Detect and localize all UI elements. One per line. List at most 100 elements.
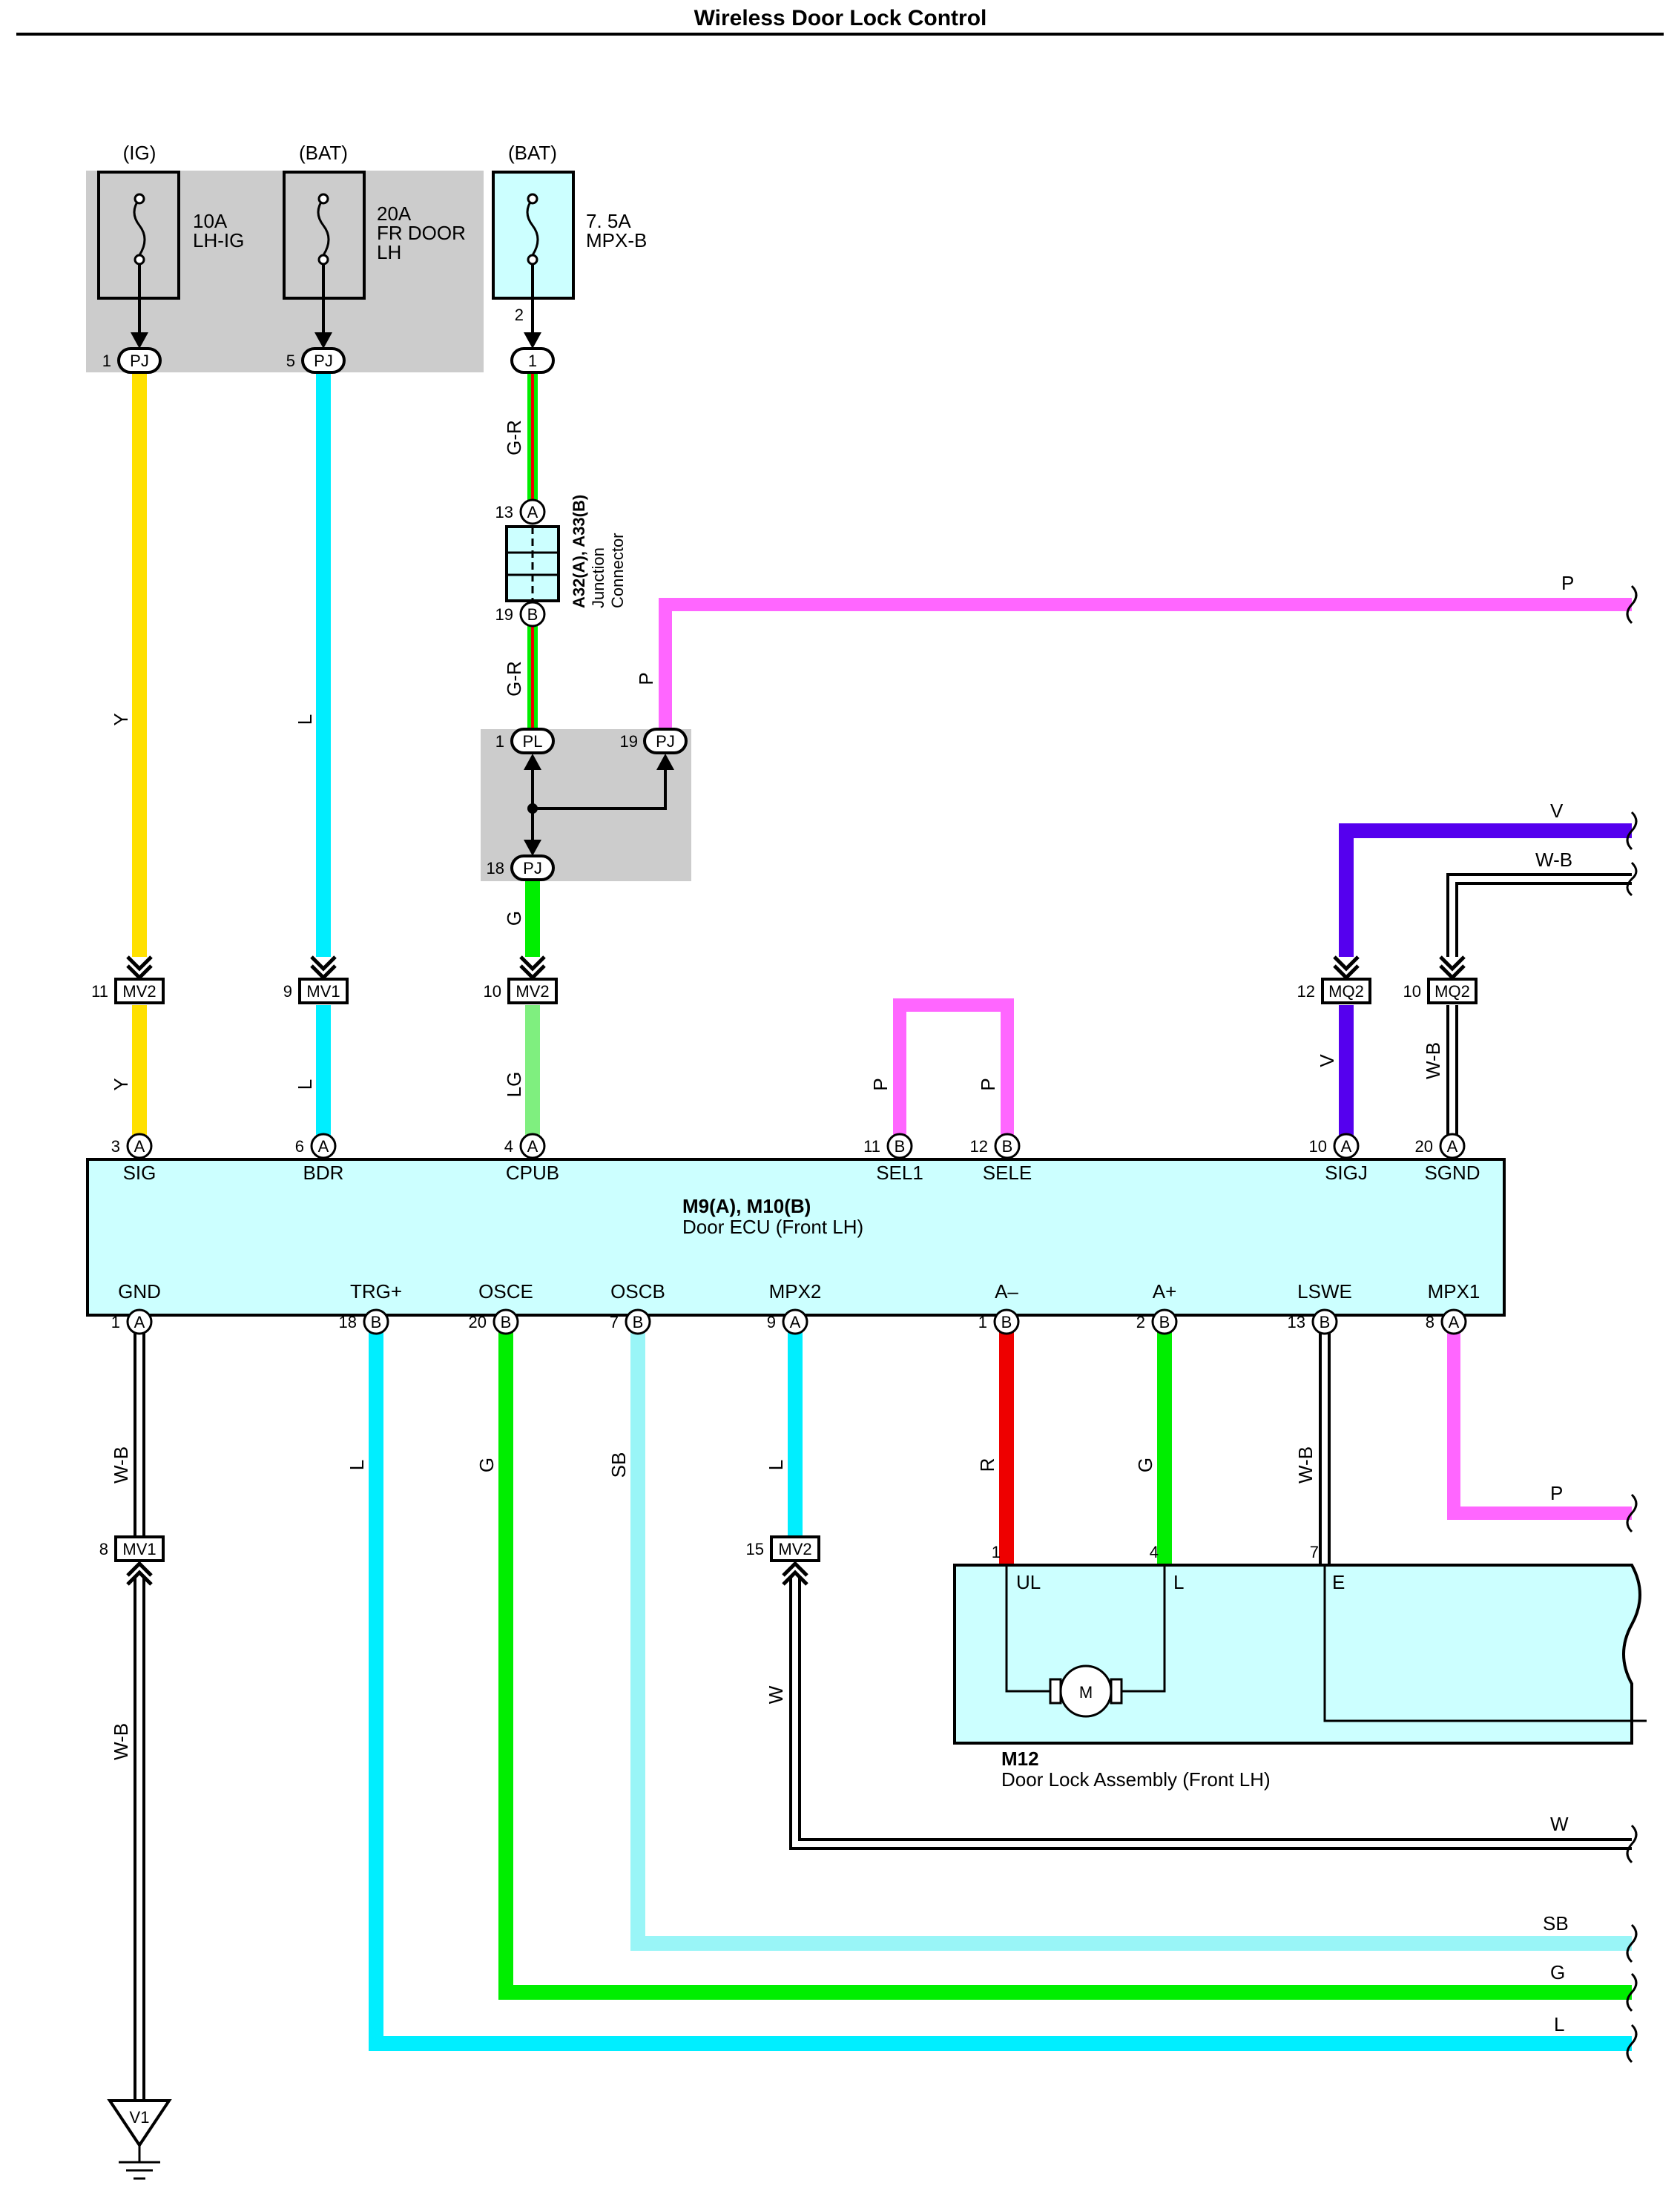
connector-mv1-8: MV1 8	[99, 1535, 165, 1586]
connector-mq2-12: MQ2 12	[1297, 978, 1371, 1004]
svg-text:MQ2: MQ2	[1328, 982, 1364, 1001]
svg-text:E: E	[1332, 1571, 1345, 1593]
svg-text:B: B	[633, 1313, 644, 1331]
svg-text:PL: PL	[523, 732, 543, 751]
ecu-bottom-terminal-oscb: OSCB B 7	[610, 1280, 665, 1335]
ecu-top-terminal-sel1: B 11 SEL1	[863, 1133, 923, 1184]
connector-mv2-11: MV2 11	[91, 978, 165, 1004]
svg-text:W: W	[1550, 1813, 1569, 1835]
svg-text:R: R	[976, 1458, 998, 1472]
chevrons-top	[126, 955, 1466, 981]
svg-text:LH: LH	[377, 241, 401, 263]
connector-mv1-9: MV1 9	[283, 978, 349, 1004]
ecu-desc: Door ECU (Front LH)	[682, 1216, 863, 1238]
svg-text:OSCE: OSCE	[478, 1280, 533, 1303]
svg-text:LH-IG: LH-IG	[193, 229, 244, 251]
ecu-bottom-terminal-osce: OSCE B 20	[469, 1280, 533, 1335]
ecu-top-terminal-cpub: A 4 CPUB	[504, 1133, 559, 1184]
door-ecu: M9(A), M10(B) Door ECU (Front LH)	[86, 1158, 1506, 1317]
connector-pj-1: PJ 1	[102, 347, 162, 374]
svg-text:SB: SB	[607, 1452, 630, 1478]
ecu-bottom-terminal-gnd: GND A 1	[111, 1280, 161, 1335]
svg-text:20: 20	[1415, 1137, 1433, 1156]
svg-text:2: 2	[515, 306, 524, 324]
svg-text:A+: A+	[1153, 1280, 1177, 1303]
svg-text:1: 1	[528, 352, 537, 370]
svg-text:10: 10	[1403, 982, 1421, 1001]
svg-text:L: L	[294, 1079, 316, 1090]
svg-text:PJ: PJ	[656, 732, 675, 751]
ecu-bottom-terminal-trg: TRG+ B 18	[339, 1280, 402, 1335]
svg-text:5: 5	[286, 352, 295, 370]
svg-text:A: A	[1449, 1313, 1460, 1331]
svg-text:Y: Y	[110, 1078, 132, 1090]
svg-text:7. 5A: 7. 5A	[586, 210, 631, 232]
svg-text:G: G	[1550, 1961, 1565, 1983]
svg-text:1: 1	[495, 732, 504, 751]
svg-text:L: L	[1173, 1571, 1184, 1593]
svg-text:13: 13	[495, 503, 513, 521]
wire-p-top	[659, 598, 1632, 729]
ecu-bottom-terminal-mpx1: MPX1 A 8	[1426, 1280, 1480, 1335]
svg-text:B: B	[501, 1313, 512, 1331]
svg-text:10A: 10A	[193, 210, 228, 232]
svg-text:OSCB: OSCB	[610, 1280, 665, 1303]
svg-text:Y: Y	[110, 713, 132, 725]
door-lock-desc: Door Lock Assembly (Front LH)	[1001, 1768, 1271, 1791]
svg-text:L: L	[294, 714, 316, 725]
connector-pj-18: PJ 18	[487, 854, 555, 881]
svg-text:19: 19	[495, 605, 513, 624]
svg-text:9: 9	[767, 1313, 776, 1331]
svg-text:SELE: SELE	[983, 1162, 1032, 1184]
svg-text:2: 2	[1136, 1313, 1145, 1331]
ecu-bottom-terminal-mpx2: MPX2 A 9	[767, 1280, 822, 1335]
svg-text:FR DOOR: FR DOOR	[377, 222, 466, 244]
ground-v1: V1	[107, 2099, 172, 2180]
svg-text:18: 18	[339, 1313, 357, 1331]
wire-l-trg	[369, 1331, 1632, 2051]
svg-text:MPX2: MPX2	[769, 1280, 822, 1303]
svg-text:1: 1	[102, 352, 111, 370]
svg-text:20A: 20A	[377, 202, 412, 225]
svg-text:V: V	[1316, 1054, 1338, 1067]
connector-1: 1 2	[510, 306, 555, 374]
svg-text:W: W	[765, 1685, 787, 1704]
svg-text:B: B	[1159, 1313, 1170, 1331]
wire-p-sel-loop	[893, 998, 1014, 1146]
connector-mq2-10: MQ2 10	[1403, 978, 1478, 1004]
svg-text:MPX1: MPX1	[1428, 1280, 1480, 1303]
svg-text:A: A	[1447, 1137, 1458, 1156]
svg-text:P: P	[977, 1078, 999, 1090]
svg-text:L: L	[1554, 2013, 1564, 2035]
ecu-top-terminal-sigj: A 10 SIGJ	[1309, 1133, 1368, 1184]
svg-text:A: A	[134, 1313, 145, 1331]
ecu-top-terminal-sele: B 12 SELE	[970, 1133, 1032, 1184]
svg-text:MV2: MV2	[515, 982, 549, 1001]
ecu-top-terminal-bdr: A 6 BDR	[295, 1133, 343, 1184]
svg-text:10: 10	[1309, 1137, 1327, 1156]
fuse-7-5a-mpx-b: 7. 5A MPX-B	[492, 171, 647, 341]
svg-text:P: P	[635, 672, 657, 685]
svg-text:B: B	[895, 1137, 906, 1156]
svg-text:SB: SB	[1543, 1912, 1569, 1934]
ecu-bottom-terminal-lswe: LSWE B 13	[1288, 1280, 1352, 1335]
svg-text:PJ: PJ	[130, 352, 149, 370]
svg-text:7: 7	[610, 1313, 619, 1331]
svg-text:12: 12	[1297, 982, 1315, 1001]
svg-text:11: 11	[863, 1137, 880, 1156]
svg-text:A: A	[1341, 1137, 1352, 1156]
svg-text:PJ: PJ	[314, 352, 333, 370]
ecu-bottom-terminal-a-plus: A+ B 2	[1136, 1280, 1178, 1335]
svg-text:MPX-B: MPX-B	[586, 229, 647, 251]
svg-text:B: B	[1002, 1137, 1013, 1156]
svg-text:10: 10	[484, 982, 501, 1001]
svg-text:A: A	[134, 1137, 145, 1156]
ecu-top-terminal-sig: A 3 SIG	[111, 1133, 156, 1184]
svg-text:B: B	[371, 1313, 382, 1331]
svg-text:8: 8	[1426, 1313, 1434, 1331]
svg-text:UL: UL	[1016, 1571, 1041, 1593]
connector-pj-5: PJ 5	[286, 347, 346, 374]
svg-text:W-B: W-B	[1535, 849, 1572, 871]
svg-text:A–: A–	[995, 1280, 1018, 1303]
svg-text:G: G	[1134, 1458, 1156, 1472]
